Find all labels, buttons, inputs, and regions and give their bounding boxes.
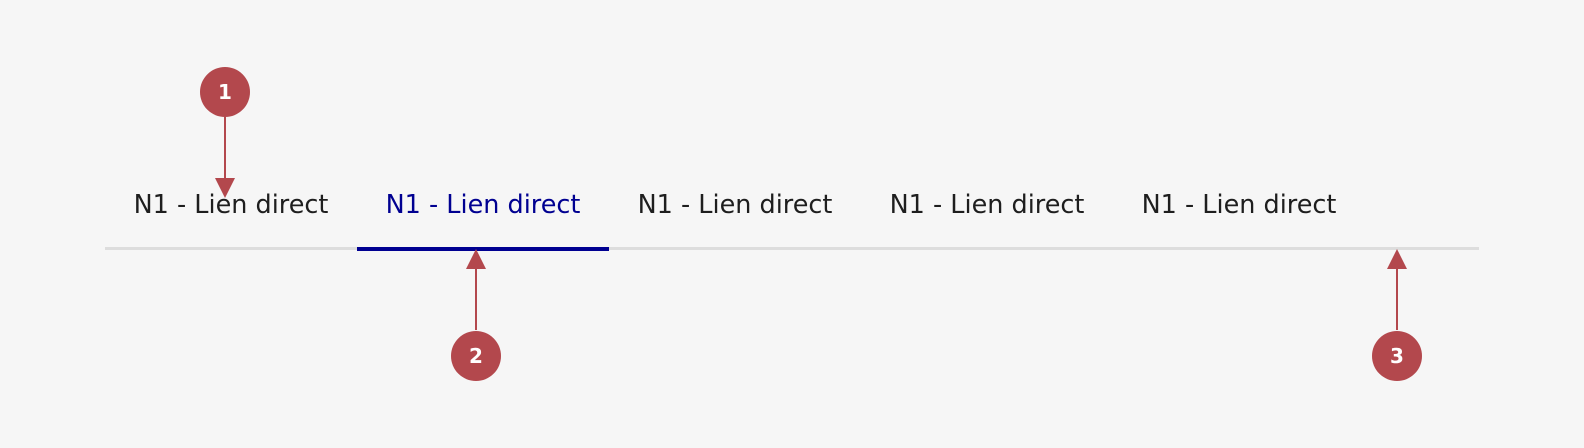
nav-link-label: N1 - Lien direct	[1141, 190, 1337, 220]
nav-link-1[interactable]: N1 - Lien direct	[105, 172, 357, 250]
annotation-marker-3: 3	[1372, 331, 1422, 381]
nav-link-2-active[interactable]: N1 - Lien direct	[357, 172, 609, 251]
annotation-marker-1: 1	[200, 67, 250, 117]
active-indicator	[357, 247, 609, 251]
main-navigation: N1 - Lien direct N1 - Lien direct N1 - L…	[105, 172, 1479, 252]
nav-link-label: N1 - Lien direct	[385, 190, 581, 220]
nav-link-4[interactable]: N1 - Lien direct	[861, 172, 1113, 250]
annotation-marker-2: 2	[451, 331, 501, 381]
nav-link-5[interactable]: N1 - Lien direct	[1113, 172, 1365, 250]
navigation-baseline	[105, 247, 1479, 250]
nav-link-3[interactable]: N1 - Lien direct	[609, 172, 861, 250]
nav-link-label: N1 - Lien direct	[889, 190, 1085, 220]
nav-link-label: N1 - Lien direct	[133, 190, 329, 220]
nav-link-label: N1 - Lien direct	[637, 190, 833, 220]
